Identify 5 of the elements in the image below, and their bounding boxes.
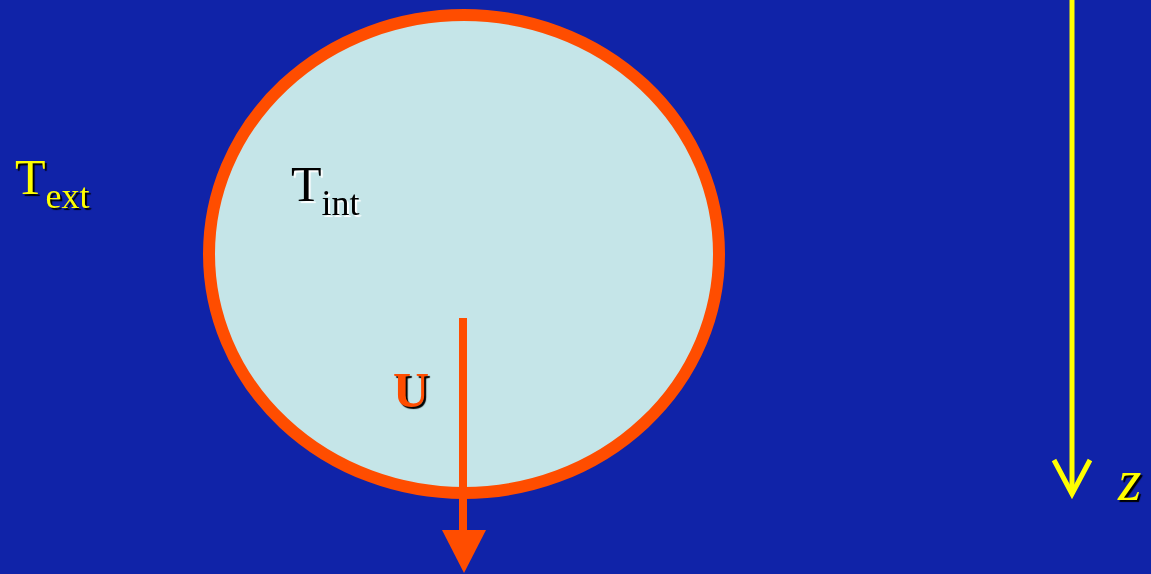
symbol-label: T$_{int}$ <box>291 159 360 221</box>
symbol-label: T$_{ext}$ <box>15 152 90 214</box>
bubble-circle <box>203 9 725 499</box>
axis-label: z <box>1118 450 1142 510</box>
velocity-label: U <box>393 365 430 415</box>
